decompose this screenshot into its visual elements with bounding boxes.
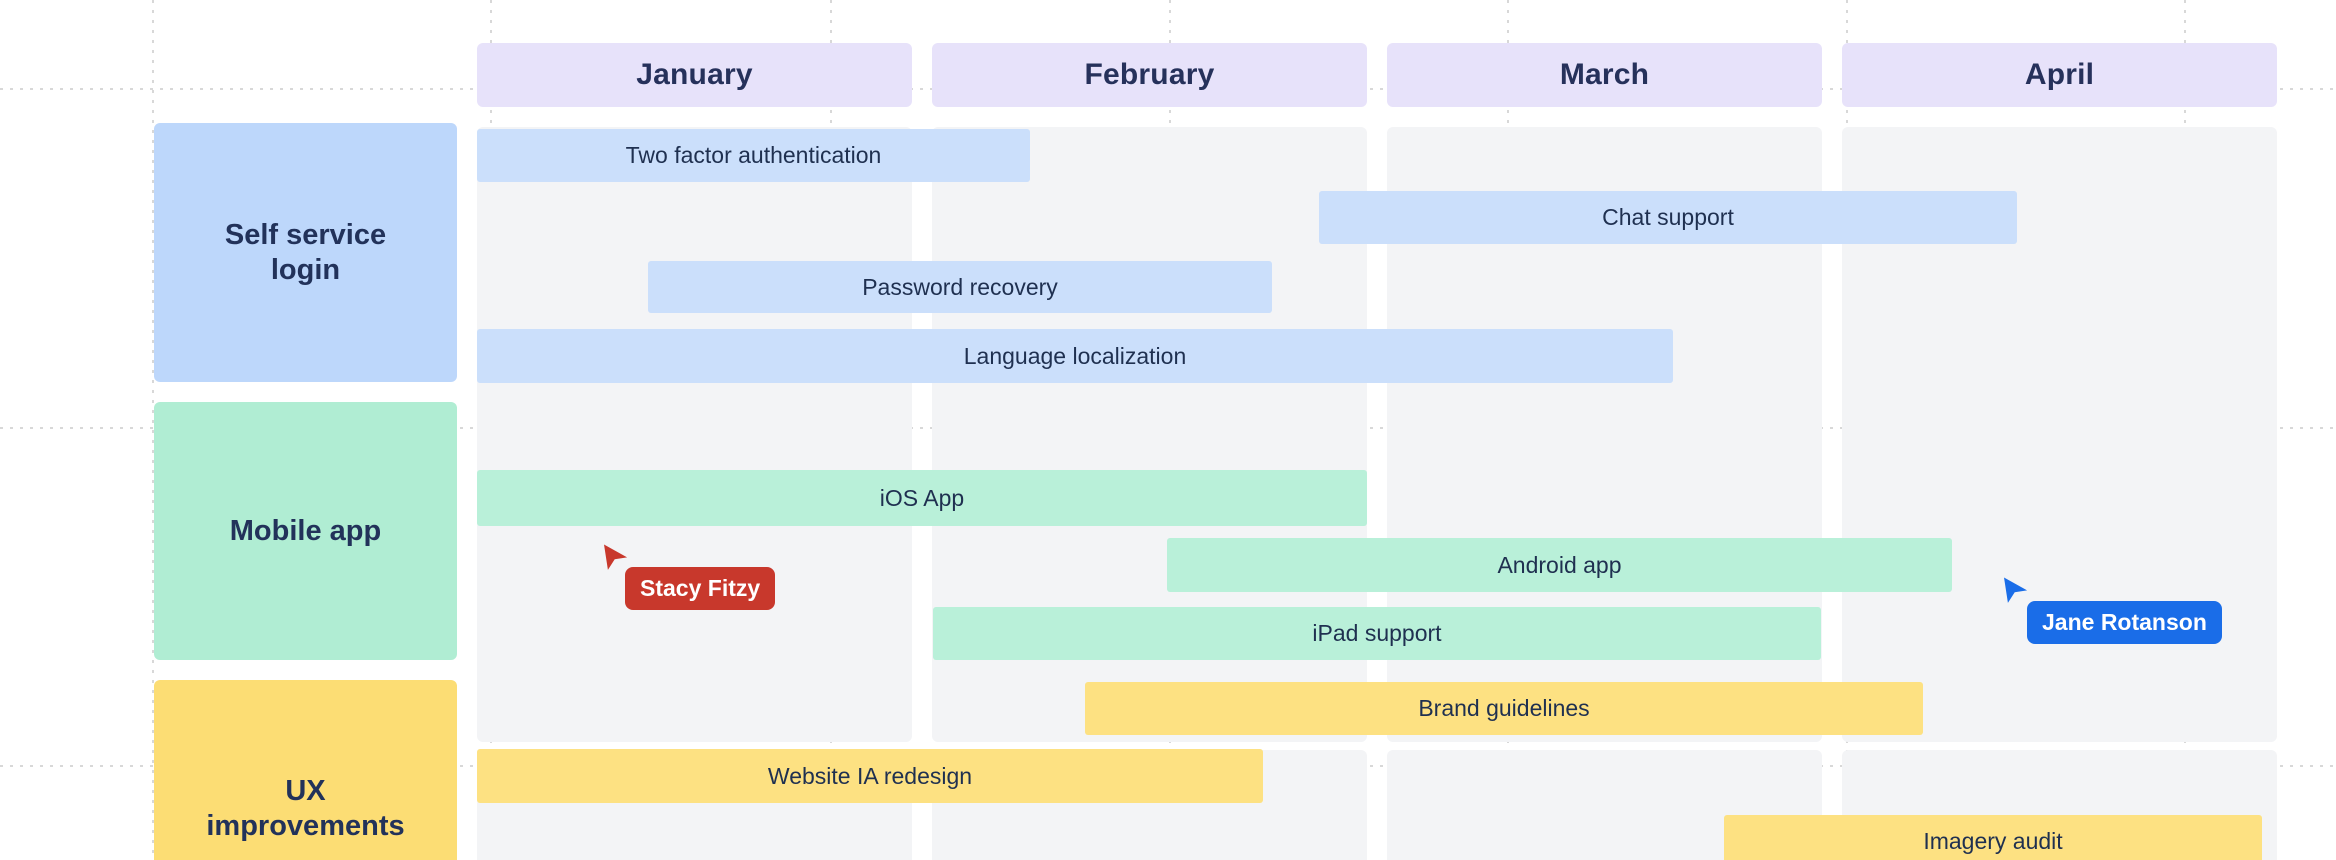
lane-label-mobile-app[interactable]: Mobile app <box>154 402 457 660</box>
month-header-march[interactable]: March <box>1387 43 1822 107</box>
month-column-background-january <box>477 127 912 742</box>
task-bar-imagery-audit[interactable]: Imagery audit <box>1724 815 2262 860</box>
task-bar-ios-app[interactable]: iOS App <box>477 470 1367 526</box>
collaborator-name-badge-stacy-fitzy: Stacy Fitzy <box>625 567 776 610</box>
task-bar-ipad-support[interactable]: iPad support <box>933 607 1821 660</box>
task-bar-chat-support[interactable]: Chat support <box>1319 191 2017 244</box>
task-bar-android-app[interactable]: Android app <box>1167 538 1952 592</box>
task-bar-language-localization[interactable]: Language localization <box>477 329 1673 383</box>
month-header-april[interactable]: April <box>1842 43 2277 107</box>
month-header-february[interactable]: February <box>932 43 1367 107</box>
collaborator-cursor-stacy-fitzy <box>603 543 633 573</box>
task-bar-website-ia-redesign[interactable]: Website IA redesign <box>477 749 1263 803</box>
pointer-cursor-icon <box>2004 577 2028 603</box>
collaborator-name-badge-jane-rotanson: Jane Rotanson <box>2027 601 2222 644</box>
lane-label-ux-improvements[interactable]: UX improvements <box>154 680 457 860</box>
task-bar-two-factor-authentication[interactable]: Two factor authentication <box>477 129 1030 182</box>
lane-label-self-service-login[interactable]: Self service login <box>154 123 457 382</box>
task-bar-brand-guidelines[interactable]: Brand guidelines <box>1085 682 1923 735</box>
pointer-cursor-icon <box>604 544 628 570</box>
grid-dotted-line-vertical <box>152 0 154 860</box>
month-header-january[interactable]: January <box>477 43 912 107</box>
task-bar-password-recovery[interactable]: Password recovery <box>648 261 1272 313</box>
collaborator-cursor-jane-rotanson <box>2003 576 2033 606</box>
